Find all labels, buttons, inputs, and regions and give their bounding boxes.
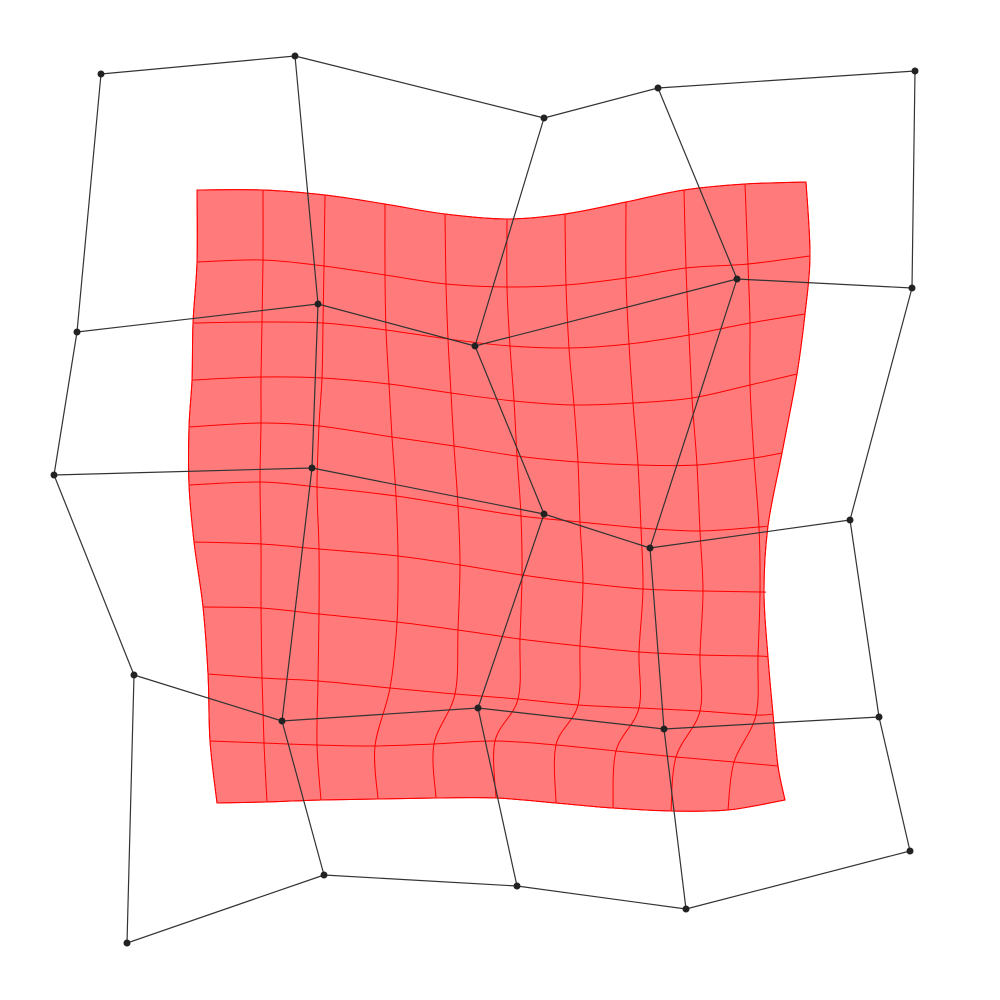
control-lattice-edge (477, 707, 665, 730)
control-lattice-edge (477, 513, 545, 709)
control-point[interactable] (73, 328, 81, 336)
control-point[interactable] (314, 300, 322, 308)
control-point[interactable] (471, 342, 479, 350)
deformed-patch (188, 181, 811, 812)
patch-column-line (188, 189, 218, 804)
control-lattice-edge (849, 287, 913, 521)
control-lattice-edge (126, 874, 325, 944)
control-point[interactable] (540, 114, 548, 122)
control-lattice-edge (516, 885, 687, 910)
control-lattice-edge (126, 674, 135, 944)
patch-column-line (553, 213, 584, 804)
control-lattice-edge (294, 55, 319, 305)
control-point[interactable] (846, 516, 854, 524)
control-lattice-edge (317, 303, 476, 347)
control-point[interactable] (646, 544, 654, 552)
control-lattice-edge (685, 850, 911, 910)
control-point[interactable] (540, 510, 548, 518)
control-lattice-edge (477, 707, 518, 887)
control-lattice-edge (281, 467, 313, 722)
control-lattice-edge (474, 345, 545, 515)
control-lattice-edge (311, 303, 319, 469)
control-lattice-edge (649, 278, 738, 549)
control-lattice-edge (543, 87, 659, 119)
control-point[interactable] (733, 275, 741, 283)
control-point[interactable] (908, 284, 916, 292)
control-lattice-edges (53, 55, 916, 944)
control-lattice-edge (543, 513, 651, 549)
control-point[interactable] (97, 70, 105, 78)
patch-column-line (374, 203, 399, 800)
control-point[interactable] (320, 871, 328, 879)
control-point[interactable] (130, 671, 138, 679)
control-point[interactable] (911, 67, 919, 75)
patch-column-line (432, 213, 461, 799)
control-point[interactable] (654, 84, 662, 92)
control-lattice-edge (663, 728, 687, 910)
patch-column-line (259, 189, 268, 803)
control-point[interactable] (875, 713, 883, 721)
patch-column-line (612, 201, 644, 809)
control-lattice-edge (53, 467, 313, 476)
control-lattice-edge (878, 716, 911, 852)
control-point[interactable] (123, 939, 131, 947)
control-lattice-edge (911, 70, 916, 289)
control-point[interactable] (682, 905, 690, 913)
control-lattice-edge (281, 720, 325, 876)
control-lattice-edge (323, 874, 518, 887)
control-point[interactable] (513, 882, 521, 890)
control-lattice-edge (474, 278, 738, 347)
patch-column-line (670, 189, 704, 812)
patch-column-lines (188, 181, 811, 812)
control-lattice-edge (311, 467, 545, 515)
control-point[interactable] (278, 717, 286, 725)
control-lattice-edge (649, 519, 851, 549)
control-lattice-edge (76, 73, 102, 333)
control-lattice-edge (736, 278, 913, 289)
control-lattice-edge (657, 70, 916, 89)
control-lattice-edge (100, 55, 296, 75)
control-lattice-edge (474, 117, 545, 347)
control-lattice-edge (133, 674, 283, 722)
patch-column-line (763, 181, 811, 801)
control-lattice-edge (663, 716, 880, 730)
control-point[interactable] (308, 464, 316, 472)
control-lattice-edge (53, 474, 135, 676)
control-point[interactable] (474, 704, 482, 712)
patch-column-line (493, 218, 523, 799)
control-point[interactable] (906, 847, 914, 855)
patch-column-line (316, 194, 326, 801)
control-point[interactable] (50, 471, 58, 479)
control-lattice-edge (53, 331, 78, 476)
control-lattice-points[interactable] (50, 52, 919, 947)
control-lattice-edge (649, 547, 665, 730)
control-lattice-edge (281, 707, 479, 722)
deformed-patch-fill (188, 181, 811, 812)
control-lattice-edge (294, 55, 545, 119)
control-point[interactable] (291, 52, 299, 60)
control-point[interactable] (660, 725, 668, 733)
control-lattice-edge (76, 303, 319, 333)
control-lattice-edge (849, 519, 880, 718)
control-lattice-edge (657, 87, 738, 280)
